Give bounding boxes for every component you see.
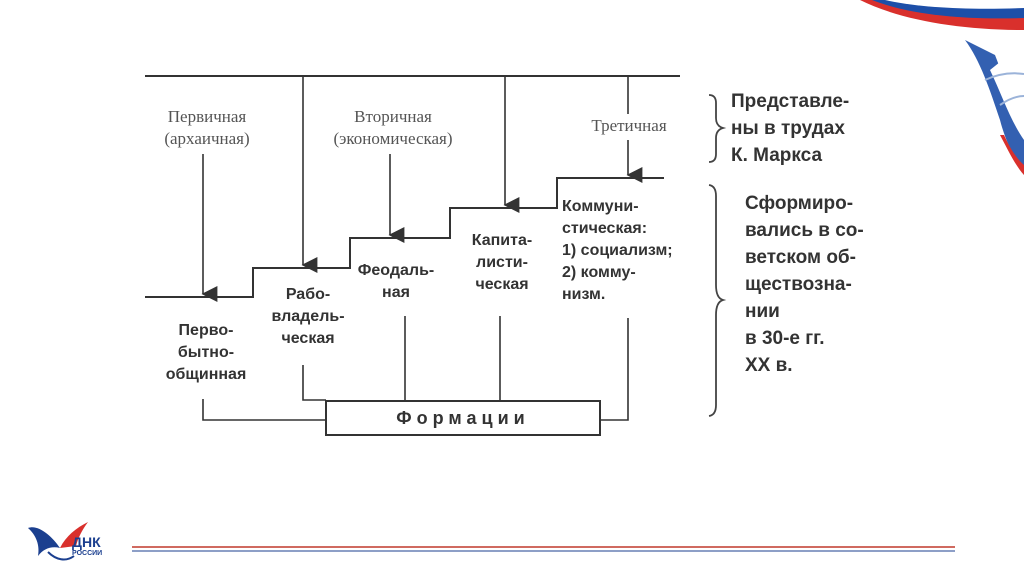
brace-soviet <box>708 184 727 417</box>
formation-feudal-label: Феодаль- ная <box>357 262 435 301</box>
formation-communist-label: Коммуни- стическая: 1) социализм; 2) ком… <box>562 198 673 303</box>
stage-tertiary-label: Третичная <box>591 116 667 135</box>
connector-slave <box>302 365 326 401</box>
brace-marx <box>708 94 727 163</box>
logo-main-text: ДНК <box>72 534 101 550</box>
note-soviet: Сформиро- вались в со- ветском об- ществ… <box>745 193 864 376</box>
formation-primitive-label: Перво- бытно- общинная <box>165 322 247 383</box>
logo-sub-text: РОССИИ <box>72 550 103 557</box>
formations-box <box>325 400 601 436</box>
stage-secondary-label: Вторичная (экономическая) <box>333 107 453 148</box>
stage-primary-label: Первичная (архаичная) <box>164 107 250 148</box>
dna-russia-logo-icon <box>28 522 88 561</box>
note-marx: Представле- ны в трудах К. Маркса <box>731 91 850 166</box>
formation-capitalist-label: Капита- листи- ческая <box>471 232 533 293</box>
connector-primitive <box>202 399 326 421</box>
formation-slave-label: Рабо- владель- ческая <box>271 286 345 347</box>
formations-box-label: Формации <box>396 408 530 428</box>
connector-communist <box>600 318 629 421</box>
flag-ribbon-decoration <box>860 0 1024 175</box>
